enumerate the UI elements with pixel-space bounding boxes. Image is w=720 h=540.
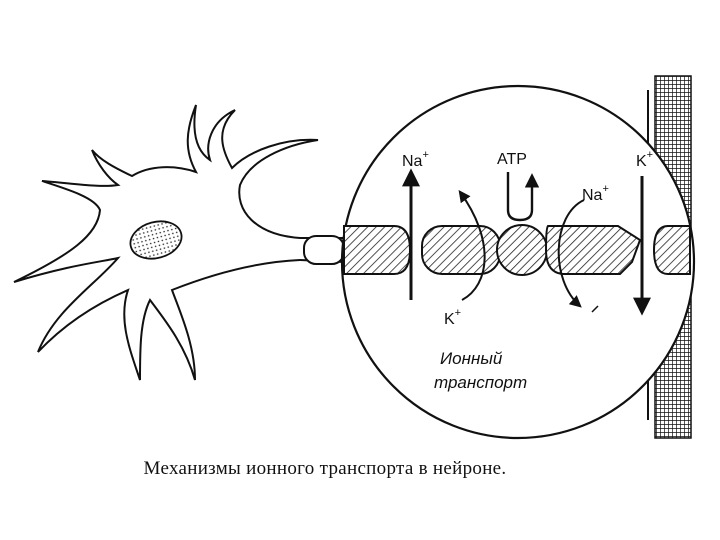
membrane-segment-2 [422, 226, 500, 274]
membrane-segment-1 [344, 226, 410, 274]
ion-transport-label-line1: Ионный [440, 349, 503, 368]
figure-caption: Механизмы ионного транспорта в нейроне. [0, 458, 650, 480]
atp-label: ATP [497, 151, 527, 168]
membrane-segment-4 [654, 226, 690, 274]
atpase-pump [497, 225, 547, 275]
ion-transport-label-line2: транспорт [434, 373, 527, 392]
axon-stub [304, 236, 344, 264]
